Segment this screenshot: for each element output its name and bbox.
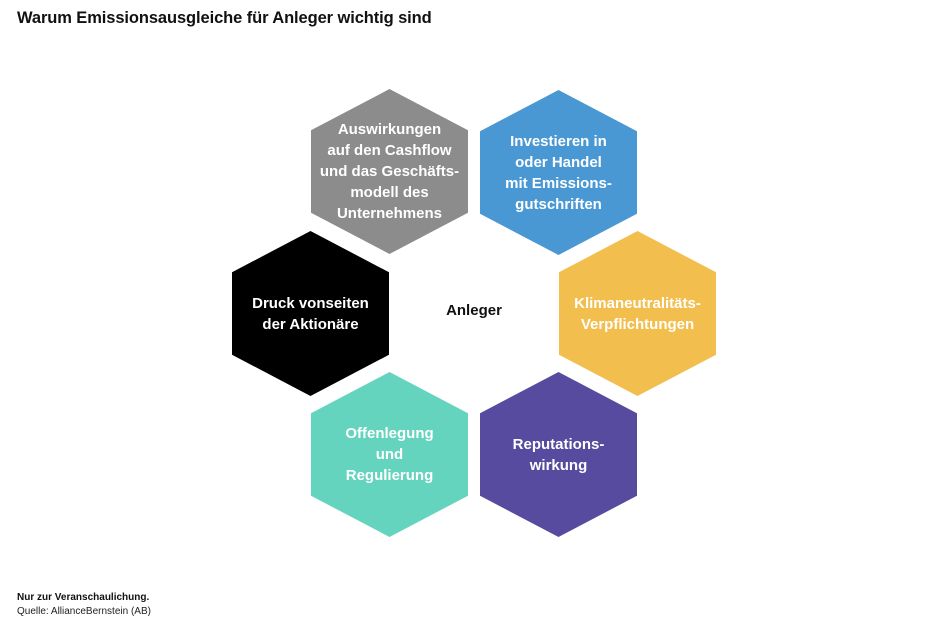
hexagon-label: Auswirkungen auf den Cashflow und das Ge… [319, 121, 460, 222]
hexagon-climate: Klimaneutralitäts- Verpflichtungen [559, 231, 716, 396]
hexagon-investing: Investieren in oder Handel mit Emissions… [480, 90, 637, 255]
chart-title: Warum Emissionsausgleiche für Anleger wi… [17, 9, 432, 27]
hexagon-label: Klimaneutralitäts- Verpflichtungen [574, 294, 701, 333]
hexagon-label: Offenlegung und Regulierung [345, 425, 434, 484]
footer-source: Quelle: AllianceBernstein (AB) [17, 606, 151, 617]
hexagon-reputation: Reputations- wirkung [480, 372, 637, 537]
hexagon-label: Investieren in oder Handel mit Emissions… [505, 132, 612, 213]
hexagon-cashflow: Auswirkungen auf den Cashflow und das Ge… [311, 89, 468, 254]
footer-note: Nur zur Veranschaulichung. [17, 592, 150, 603]
hexagon-label: Druck vonseiten der Aktionäre [252, 294, 369, 333]
hexagon-disclosure: Offenlegung und Regulierung [311, 372, 468, 537]
hexagon-shareholders: Druck vonseiten der Aktionäre [232, 231, 389, 396]
center-label: Anleger [446, 302, 502, 319]
hexagon-label: Reputations- wirkung [512, 435, 605, 474]
